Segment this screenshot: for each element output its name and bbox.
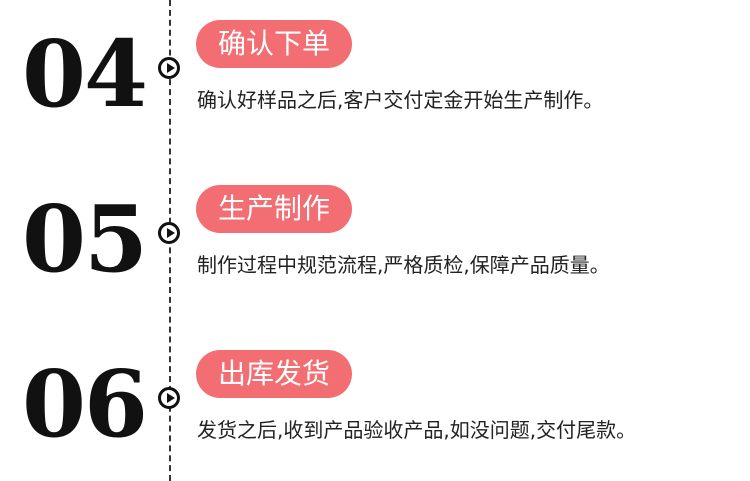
- play-circle-icon: [158, 222, 180, 244]
- step-06: 06 出库发货 发货之后,收到产品验收产品,如没问题,交付尾款。: [0, 330, 750, 480]
- step-04: 04 确认下单 确认好样品之后,客户交付定金开始生产制作。: [0, 0, 750, 150]
- play-circle-icon: [158, 387, 180, 409]
- step-title-badge: 确认下单: [196, 20, 353, 68]
- step-number: 05: [22, 185, 148, 293]
- step-05: 05 生产制作 制作过程中规范流程,严格质检,保障产品质量。: [0, 165, 750, 315]
- step-description: 确认好样品之后,客户交付定金开始生产制作。: [197, 88, 604, 112]
- step-title-badge: 生产制作: [196, 185, 353, 233]
- step-description: 发货之后,收到产品验收产品,如没问题,交付尾款。: [197, 418, 637, 442]
- step-number: 04: [22, 20, 148, 128]
- step-description: 制作过程中规范流程,严格质检,保障产品质量。: [197, 253, 610, 277]
- step-number: 06: [22, 350, 148, 458]
- play-circle-icon: [158, 57, 180, 79]
- step-title-badge: 出库发货: [196, 350, 353, 398]
